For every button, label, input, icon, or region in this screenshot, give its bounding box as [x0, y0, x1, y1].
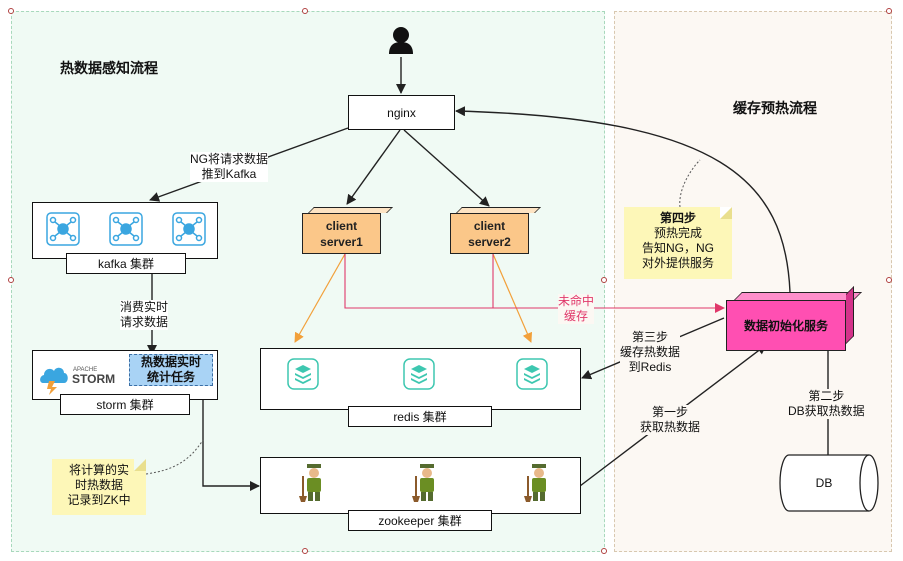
storm-logo-icon: APACHE STORM	[40, 367, 115, 395]
kafka-cluster-box[interactable]	[32, 202, 218, 259]
kafka-cluster-label: kafka 集群	[66, 253, 186, 274]
storm-task-box[interactable]: 热数据实时 统计任务	[129, 354, 213, 386]
edge-nginx-client1	[346, 129, 401, 205]
label-step1: 第一步 获取热数据	[640, 405, 701, 435]
redis-stack-icon	[287, 358, 548, 390]
note-zk: 将计算的实 时热数据 记录到ZK中	[52, 459, 146, 515]
label-step2: 第二步 DB获取热数据	[788, 389, 865, 419]
note-zk-fold	[134, 459, 146, 471]
edge-client2-redis	[492, 253, 533, 343]
selection-handle	[886, 8, 892, 14]
note-step4-fold	[720, 207, 732, 219]
db-label: DB	[815, 476, 833, 490]
storm-cluster-label: storm 集群	[60, 394, 190, 415]
client2-line2: server2	[468, 234, 511, 249]
client-server1-node[interactable]: client server1	[302, 213, 381, 254]
storm-logo-name: STORM	[72, 372, 115, 386]
edge-storm-zookeeper	[202, 383, 260, 491]
edge-nginx-client2	[403, 129, 490, 207]
note-step4: 第四步 预热完成 告知NG，NG 对外提供服务	[624, 207, 732, 279]
edge-zk-note	[145, 439, 204, 475]
label-miss-cache: 未命中 缓存	[558, 294, 595, 324]
init-service-node[interactable]: 数据初始化服务	[726, 300, 846, 351]
edge-init-nginx	[455, 106, 791, 293]
cache-preheat-title: 缓存预热流程	[733, 100, 817, 116]
storm-task-line2: 统计任务	[146, 370, 195, 384]
zookeeper-cluster-box[interactable]	[260, 457, 581, 514]
zookeeper-keeper-icon	[299, 463, 547, 503]
kafka-node-icon	[46, 212, 206, 246]
client1-line2: server1	[320, 234, 363, 249]
selection-handle	[601, 548, 607, 554]
storm-cluster-box[interactable]: APACHE STORM 热数据实时 统计任务	[32, 350, 218, 400]
nginx-node[interactable]: nginx	[348, 95, 455, 130]
client1-line1: client	[325, 218, 358, 233]
selection-handle	[886, 277, 892, 283]
storm-logo-apache: APACHE	[73, 367, 97, 373]
init-service-top	[734, 292, 862, 300]
edge-miss-cache	[344, 254, 725, 313]
label-step3: 第三步 缓存热数据 到Redis	[620, 330, 681, 375]
client2-line1: client	[473, 218, 506, 233]
label-ng-to-kafka: NG将请求数据 推到Kafka	[190, 152, 269, 182]
hot-data-title: 热数据感知流程	[60, 60, 158, 76]
client-server2-node[interactable]: client server2	[450, 213, 529, 254]
redis-cluster-box[interactable]	[260, 348, 581, 410]
selection-handle	[8, 277, 14, 283]
selection-handle	[601, 277, 607, 283]
edge-client1-redis	[294, 253, 346, 343]
storm-task-line1: 热数据实时	[140, 355, 201, 369]
selection-handle	[302, 548, 308, 554]
selection-handle	[302, 8, 308, 14]
label-consume: 消费实时 请求数据	[120, 300, 169, 330]
zookeeper-cluster-label: zookeeper 集群	[348, 510, 492, 531]
init-service-side	[846, 286, 854, 344]
edge-step4-note	[679, 159, 701, 208]
redis-cluster-label: redis 集群	[348, 406, 492, 427]
selection-handle	[8, 8, 14, 14]
